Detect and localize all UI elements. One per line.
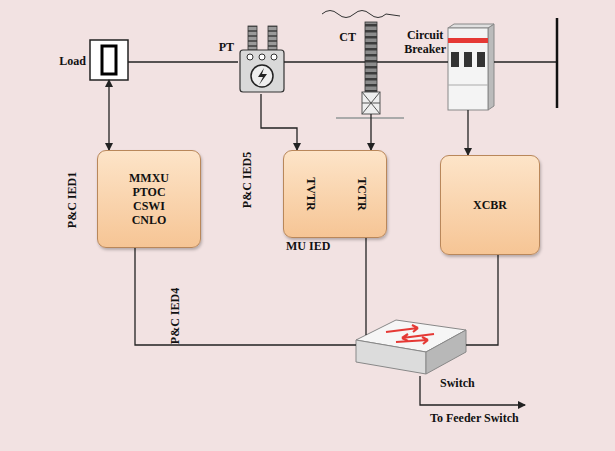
- merging-unit-box: TVTRTCTRMU IED: [283, 150, 387, 238]
- connector: [377, 61, 448, 62]
- device-label: P&C IED4: [168, 288, 182, 344]
- logical-node: TCTR: [355, 177, 369, 210]
- connector: [467, 110, 468, 155]
- switch-node: Switch: [356, 318, 466, 374]
- load-label: Load: [59, 54, 86, 68]
- connector: [135, 248, 356, 345]
- circuit-breaker-symbol: [448, 24, 494, 110]
- current-transformer-symbol: [322, 11, 404, 119]
- destination-label: To Feeder Switch: [430, 411, 519, 425]
- logical-node-list: MMXU PTOC CSWI CNLO: [129, 171, 169, 227]
- connector: [466, 255, 498, 345]
- ied-box: MMXU PTOC CSWI CNLO: [97, 150, 201, 248]
- load-symbol: [90, 40, 128, 80]
- ct-node: CT: [360, 16, 382, 120]
- power-wire: [494, 61, 557, 62]
- switch-label: Switch: [440, 376, 475, 390]
- breaker-node: Circuit Breaker: [448, 28, 488, 110]
- connector: [370, 114, 371, 150]
- pt-node: PT: [238, 26, 284, 94]
- connector: [261, 94, 297, 150]
- connector: [128, 61, 238, 62]
- connector: [284, 61, 365, 62]
- pt-label: PT: [219, 40, 234, 54]
- logical-node: XCBR: [473, 198, 507, 212]
- feeder-arrow: [420, 376, 525, 405]
- logical-node: TVTR: [304, 177, 318, 210]
- connector: [365, 238, 366, 335]
- bus-bar: [556, 18, 559, 108]
- device-label: P&C IED5: [240, 152, 254, 208]
- load-node: Load: [90, 40, 128, 80]
- device-label: P&C IED1: [65, 172, 79, 228]
- ct-label: CT: [339, 30, 356, 44]
- breaker-label: Circuit Breaker: [404, 28, 446, 56]
- box-label: MU IED: [286, 239, 330, 253]
- connector: [108, 80, 109, 150]
- ied-box: XCBR: [440, 155, 540, 255]
- network-switch-symbol: [356, 320, 466, 374]
- transformer-symbol: [240, 26, 284, 92]
